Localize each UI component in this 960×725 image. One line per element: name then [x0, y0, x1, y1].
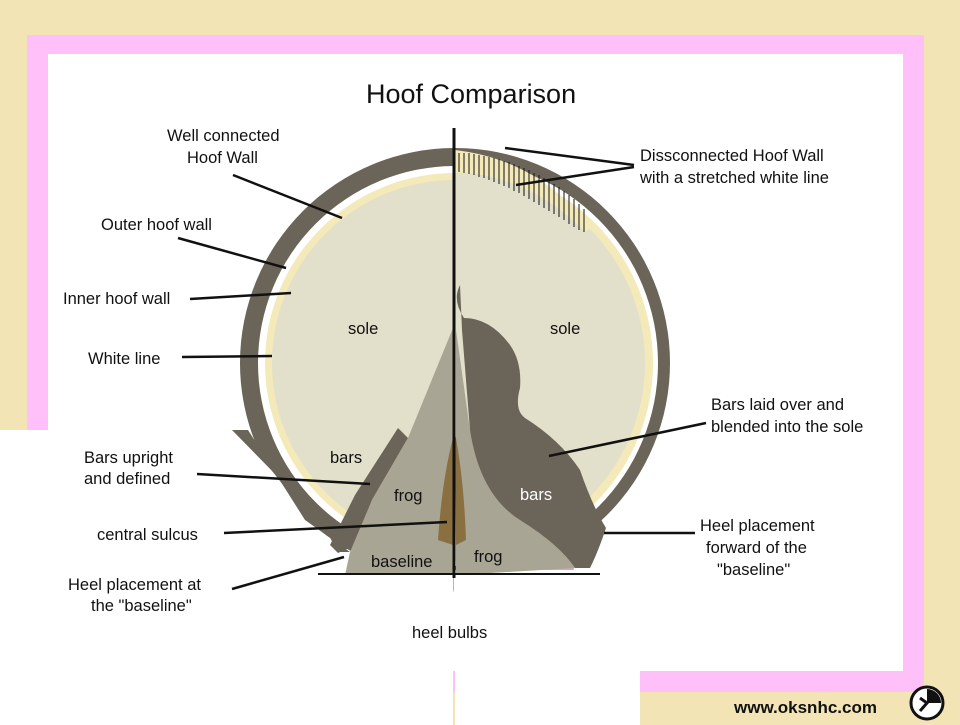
label-frog-left: frog	[394, 487, 422, 505]
diagram-title: Hoof Comparison	[366, 79, 576, 109]
horseshoe-logo-icon	[908, 684, 946, 722]
label-sole-right: sole	[550, 320, 580, 338]
website-footer: www.oksnhc.com	[734, 698, 877, 718]
label-heel-baseline-1: Heel placement at	[68, 576, 201, 594]
label-frog-right: frog	[474, 548, 502, 566]
label-disconnected-1: Dissconnected Hoof Wall	[640, 147, 824, 165]
label-bars-laid-2: blended into the sole	[711, 418, 863, 436]
label-inner-hoof-wall: Inner hoof wall	[63, 290, 170, 308]
label-bars-laid-1: Bars laid over and	[711, 396, 844, 414]
label-heel-forward-3: "baseline"	[717, 561, 790, 579]
label-bars-upright-2: and defined	[84, 470, 170, 488]
label-bars-upright-1: Bars upright	[84, 449, 173, 467]
label-white-line: White line	[88, 350, 160, 368]
label-bars-right: bars	[520, 486, 552, 504]
label-heel-bulbs: heel bulbs	[412, 624, 487, 642]
label-central-sulcus: central sulcus	[97, 526, 198, 544]
label-disconnected-2: with a stretched white line	[639, 169, 829, 187]
label-well-connected-1: Well connected	[167, 127, 280, 145]
label-baseline: baseline	[371, 553, 432, 571]
label-heel-baseline-2: the "baseline"	[91, 597, 192, 615]
label-heel-forward-1: Heel placement	[700, 517, 815, 535]
label-bars-left: bars	[330, 449, 362, 467]
label-heel-forward-2: forward of the	[706, 539, 807, 557]
label-outer-hoof-wall: Outer hoof wall	[101, 216, 212, 234]
label-sole-left: sole	[348, 320, 378, 338]
label-well-connected-2: Hoof Wall	[187, 149, 258, 167]
